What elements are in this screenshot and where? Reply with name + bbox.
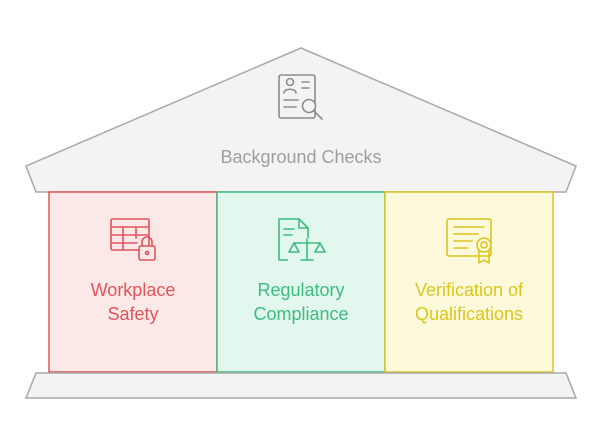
pillar-safety <box>48 191 218 373</box>
base <box>24 372 578 399</box>
document-scales-icon <box>278 218 326 262</box>
pillar-label-safety: Workplace Safety <box>90 280 176 324</box>
building-lock-icon <box>110 218 156 261</box>
background-check-icon <box>278 74 323 120</box>
roof-title: Background Checks <box>220 147 382 167</box>
pillar-qualifications <box>384 191 554 373</box>
pillar-label-compliance: Regulatory Compliance <box>253 280 349 324</box>
roof <box>25 47 577 193</box>
certificate-icon <box>446 218 492 264</box>
pillar-label-qualifications: Verification of Qualifications <box>414 280 524 324</box>
